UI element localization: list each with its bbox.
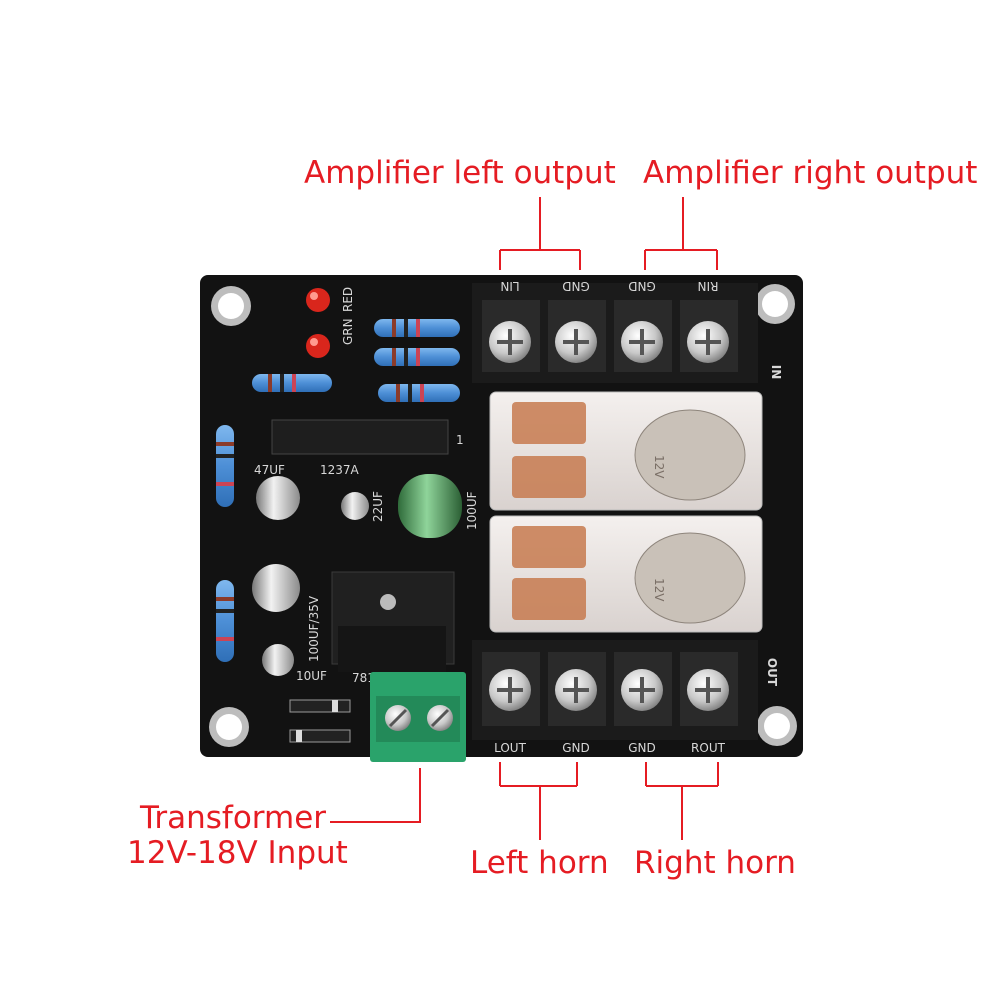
terminal-block-in: LIN GND GND RIN xyxy=(472,279,758,383)
mounting-hole-top-right xyxy=(755,284,795,324)
power-input-terminal xyxy=(370,672,466,762)
terminal-screw-gnd-in-1 xyxy=(548,300,606,372)
resistor-3 xyxy=(378,384,460,402)
terminal-block-out: LOUT GND GND ROUT xyxy=(472,640,758,755)
resistor-6 xyxy=(216,580,234,662)
cap-47uf-label: 47UF xyxy=(254,463,285,477)
leader-amp-left xyxy=(499,197,581,270)
silk-in: IN xyxy=(769,365,783,380)
relay-bottom: 12V xyxy=(489,515,763,633)
led-label-grn: GRN xyxy=(341,318,355,345)
relay-top: 12V xyxy=(489,391,763,511)
terminal-screw-gnd-in-2 xyxy=(614,300,672,372)
ic-chip: 1 1237A xyxy=(271,419,464,477)
led-red xyxy=(306,288,330,312)
label-gnd-in-2: GND xyxy=(628,279,656,293)
terminal-screw-lout xyxy=(482,652,540,726)
terminal-screw-rin xyxy=(680,300,738,372)
terminal-screw-gnd-out-2 xyxy=(614,652,672,726)
capacitor-22uf xyxy=(341,492,369,520)
label-rin: RIN xyxy=(698,279,719,293)
callout-amplifier-left-output: Amplifier left output xyxy=(304,155,616,191)
leader-transformer xyxy=(330,768,421,823)
capacitor-47uf xyxy=(256,476,300,520)
capacitor-100uf xyxy=(398,474,462,538)
ic-label: 1237A xyxy=(320,463,360,477)
label-gnd-in-1: GND xyxy=(562,279,590,293)
resistor-2 xyxy=(374,348,460,366)
callout-left-horn: Left horn xyxy=(470,845,609,881)
cap-10uf-label: 10UF xyxy=(296,669,327,683)
ic-pin1-label: 1 xyxy=(456,433,464,447)
leader-left-horn xyxy=(499,762,578,840)
mounting-hole-top-left xyxy=(211,286,251,326)
cap-100uf-35v-label: 100UF/35V xyxy=(307,595,321,662)
leader-right-horn xyxy=(645,762,719,840)
label-lout: LOUT xyxy=(494,741,526,755)
callout-transformer-voltage: 12V-18V Input xyxy=(127,835,348,871)
terminal-screw-lin xyxy=(482,300,540,372)
silk-out: OUT xyxy=(765,658,779,687)
cap-100uf-label: 100UF xyxy=(465,491,479,530)
callout-amplifier-right-output: Amplifier right output xyxy=(643,155,978,191)
callout-right-horn: Right horn xyxy=(634,845,796,881)
mounting-hole-bottom-left xyxy=(209,707,249,747)
callout-transformer: Transformer xyxy=(140,800,327,836)
terminal-screw-gnd-out-1 xyxy=(548,652,606,726)
relay-top-label: 12V xyxy=(652,455,666,479)
relay-bottom-label: 12V xyxy=(652,578,666,602)
label-gnd-out-2: GND xyxy=(628,741,656,755)
leader-amp-right xyxy=(644,197,718,270)
resistor-1 xyxy=(374,319,460,337)
label-gnd-out-1: GND xyxy=(562,741,590,755)
resistor-4 xyxy=(252,374,332,392)
capacitor-10uf xyxy=(262,644,294,676)
terminal-screw-rout xyxy=(680,652,738,726)
label-rout: ROUT xyxy=(691,741,726,755)
diode-2 xyxy=(289,729,351,743)
voltage-regulator xyxy=(331,571,455,672)
diode-1 xyxy=(289,699,351,713)
label-lin: LIN xyxy=(500,279,519,293)
cap-22uf-label: 22UF xyxy=(371,491,385,522)
led-green xyxy=(306,334,330,358)
led-label-red: RED xyxy=(341,287,355,312)
capacitor-100uf-35v xyxy=(252,564,300,612)
mounting-hole-bottom-right xyxy=(757,706,797,746)
resistor-5 xyxy=(216,425,234,507)
